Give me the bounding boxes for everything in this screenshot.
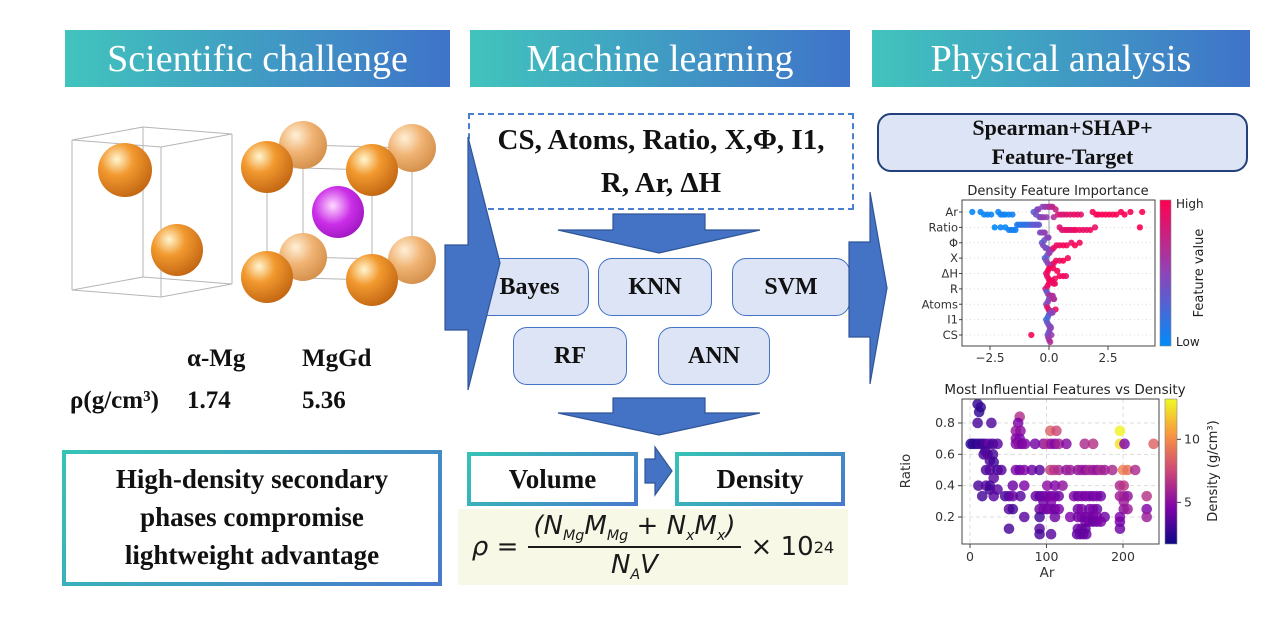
- model-label-svm: SVM: [764, 273, 818, 300]
- svg-text:I1: I1: [947, 313, 958, 327]
- svg-text:Φ: Φ: [949, 236, 958, 250]
- mg-atom-front: [346, 144, 398, 196]
- mg-atom-front: [241, 251, 293, 303]
- model-box-svm: SVM: [732, 258, 850, 316]
- model-box-knn: KNN: [598, 258, 712, 316]
- svg-text:0.0: 0.0: [1039, 351, 1058, 365]
- header-machine-learning: Machine learning: [470, 30, 850, 87]
- svg-text:0.6: 0.6: [935, 446, 955, 461]
- svg-text:Density Feature Importance: Density Feature Importance: [967, 184, 1148, 199]
- phase-label-mggd: MgGd: [302, 345, 372, 372]
- model-label-knn: KNN: [628, 273, 682, 300]
- svg-text:100: 100: [1035, 549, 1059, 564]
- header-physical-analysis-label: Physical analysis: [930, 37, 1192, 80]
- density-box: Density: [675, 452, 845, 506]
- formula-times: × 10: [750, 532, 814, 562]
- svg-text:0.8: 0.8: [935, 415, 955, 430]
- header-scientific-challenge: Scientific challenge: [65, 30, 450, 87]
- challenge-line: lightweight advantage: [124, 539, 380, 570]
- model-box-rf: RF: [513, 327, 627, 385]
- volume-label: Volume: [508, 463, 597, 494]
- svg-text:−2.5: −2.5: [975, 351, 1004, 365]
- header-scientific-challenge-label: Scientific challenge: [107, 37, 408, 80]
- svg-text:0.2: 0.2: [935, 509, 955, 524]
- challenge-box: High-density secondary phases compromise…: [62, 450, 442, 586]
- arrow-features-to-models: [557, 213, 761, 254]
- header-physical-analysis: Physical analysis: [872, 30, 1250, 87]
- svg-text:Feature value: Feature value: [1192, 229, 1207, 318]
- svg-text:X: X: [950, 251, 958, 265]
- challenge-line: High-density secondary: [115, 464, 389, 495]
- mg-atom: [98, 143, 152, 197]
- formula-equals: =: [496, 532, 519, 562]
- density-label: Density: [716, 463, 804, 494]
- model-label-rf: RF: [554, 342, 586, 369]
- model-box-bayes: Bayes: [470, 258, 589, 316]
- feature-list-line: CS, Atoms, Ratio, X,Φ, I1,: [497, 124, 825, 157]
- svg-text:2.5: 2.5: [1098, 351, 1117, 365]
- svg-text:10: 10: [1184, 431, 1200, 446]
- svg-text:Atoms: Atoms: [922, 297, 958, 311]
- svg-text:0: 0: [966, 549, 974, 564]
- phase-label-alpha-mg: α-Mg: [187, 345, 246, 372]
- mg-atom-back: [388, 236, 436, 284]
- model-label-ann: ANN: [688, 342, 740, 369]
- header-machine-learning-label: Machine learning: [526, 37, 794, 80]
- arrow-volume-to-density: [644, 445, 673, 497]
- formula-fraction: (NMgMMg + NxMx) NAV: [528, 511, 741, 583]
- crystal-structures-illustration: [71, 121, 436, 306]
- alpha-mg-cell-wireframe: [71, 126, 233, 298]
- svg-text:0.4: 0.4: [935, 478, 955, 493]
- svg-text:R: R: [950, 282, 958, 296]
- mg-atom: [151, 224, 203, 276]
- svg-text:CS: CS: [943, 328, 958, 342]
- density-value-alpha-mg: 1.74: [187, 387, 231, 414]
- method-line: Spearman+SHAP+: [972, 114, 1153, 140]
- model-box-ann: ANN: [658, 327, 770, 385]
- challenge-line: phases compromise: [140, 502, 364, 533]
- formula-exponent: 24: [813, 537, 835, 557]
- svg-text:5: 5: [1184, 494, 1192, 509]
- svg-text:200: 200: [1111, 549, 1135, 564]
- svg-text:Ratio: Ratio: [898, 454, 914, 489]
- svg-text:Most Influential Features vs D: Most Influential Features vs Density: [944, 383, 1185, 398]
- density-value-mggd: 5.36: [302, 387, 346, 414]
- gd-atom: [312, 186, 364, 238]
- formula-rho: ρ: [471, 532, 489, 562]
- svg-text:Density (g/cm³): Density (g/cm³): [1206, 420, 1221, 521]
- arrow-models-to-output: [557, 397, 761, 436]
- mg-atom-front: [241, 141, 293, 193]
- svg-text:Low: Low: [1176, 335, 1200, 349]
- mg-atom-front: [346, 254, 398, 306]
- volume-box: Volume: [467, 452, 638, 506]
- svg-text:Ratio: Ratio: [928, 220, 958, 234]
- svg-text:High: High: [1176, 197, 1204, 211]
- feature-list-box: CS, Atoms, Ratio, X,Φ, I1, R, Ar, ΔH: [468, 113, 854, 210]
- svg-text:Ar: Ar: [945, 205, 958, 219]
- feature-list-line: R, Ar, ΔH: [600, 166, 722, 199]
- method-line: Feature-Target: [991, 143, 1134, 169]
- svg-text:Ar: Ar: [1040, 565, 1055, 581]
- method-box: Spearman+SHAP+ Feature-Target: [877, 113, 1248, 172]
- mg-atom-back: [388, 124, 436, 172]
- svg-text:ΔH: ΔH: [941, 267, 958, 281]
- model-label-bayes: Bayes: [499, 273, 560, 300]
- density-unit-label: ρ(g/cm³): [70, 387, 159, 414]
